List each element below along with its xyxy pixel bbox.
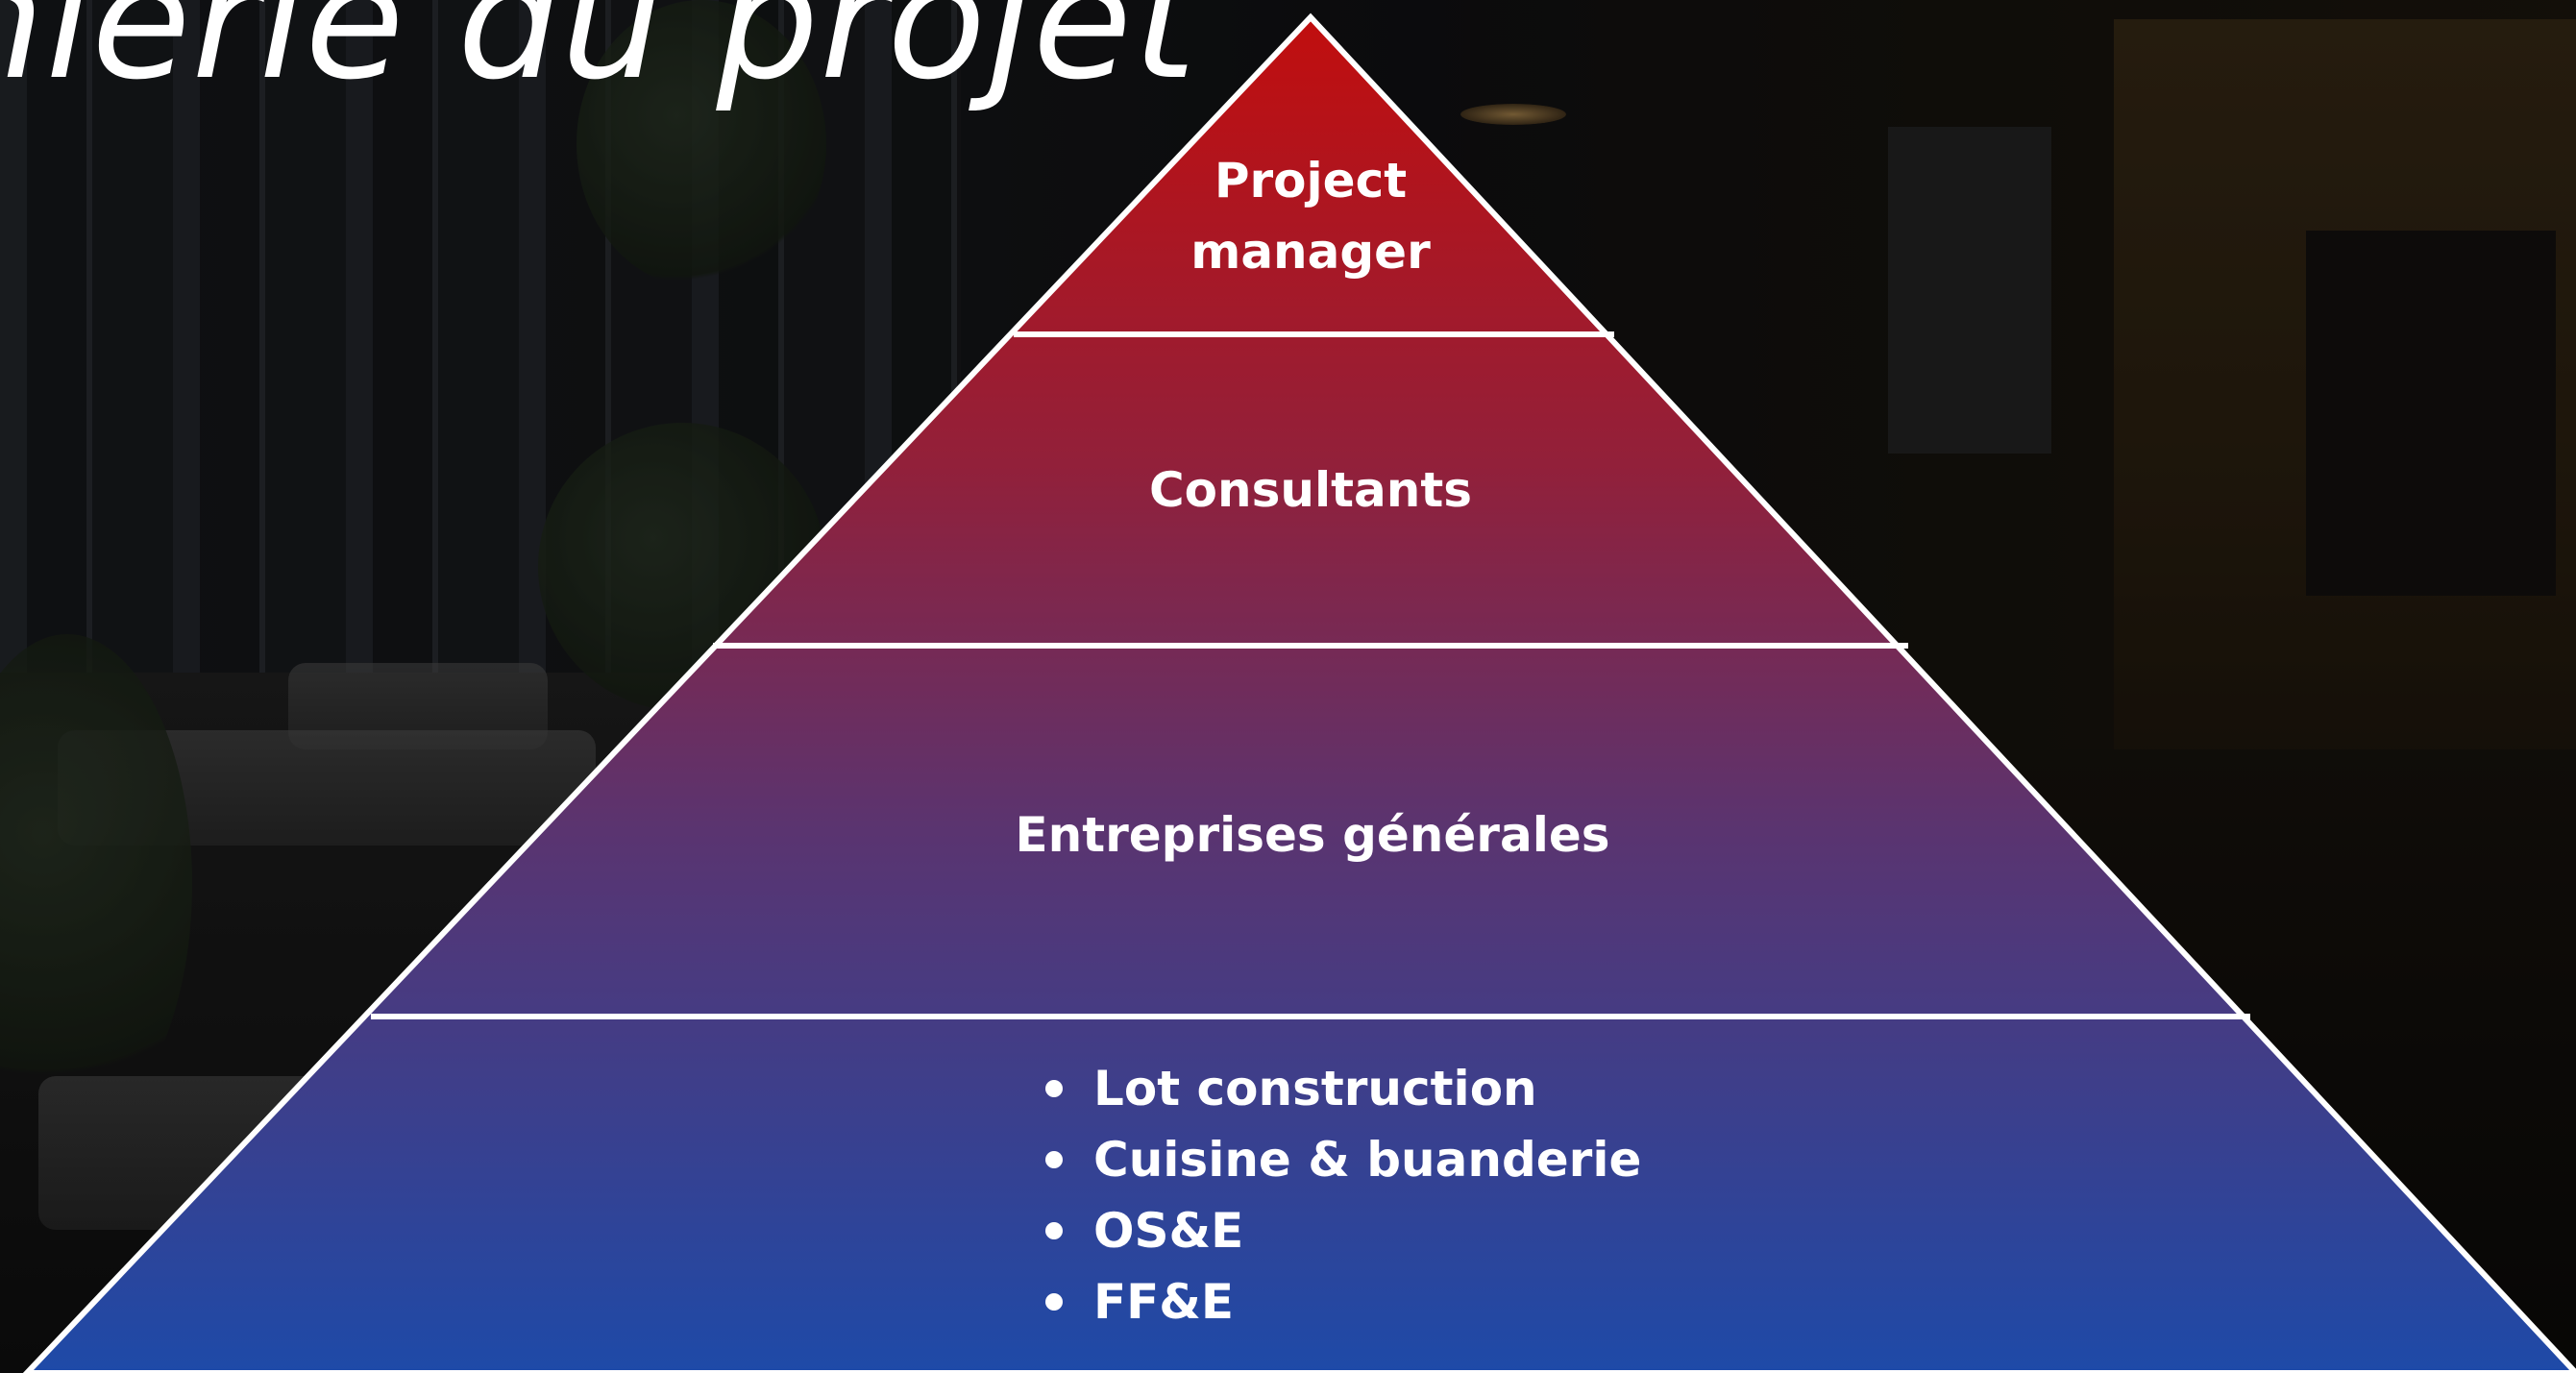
background-plant <box>0 634 192 1134</box>
list-item: OS&E <box>1030 1195 1641 1266</box>
list-item-label: Lot construction <box>1093 1061 1537 1116</box>
tier-1-label-line-1: Project <box>1214 153 1407 208</box>
pyramid-shape <box>22 12 2576 1373</box>
background-panel <box>2306 231 2556 596</box>
list-item-label: OS&E <box>1093 1203 1244 1259</box>
list-item: FF&E <box>1030 1266 1641 1337</box>
bullet-icon <box>1045 1222 1063 1239</box>
list-item-label: FF&E <box>1093 1274 1235 1330</box>
bullet-icon <box>1045 1080 1063 1097</box>
background-sign <box>1888 127 2051 454</box>
bullet-icon <box>1045 1293 1063 1311</box>
tier-4-list: Lot construction Cuisine & buanderie OS&… <box>1030 1053 1641 1337</box>
page-title: nierie du projet <box>0 0 1197 115</box>
list-item-label: Cuisine & buanderie <box>1093 1132 1642 1188</box>
background-plant <box>577 0 826 288</box>
background-lamp <box>1460 104 1566 125</box>
list-item: Lot construction <box>1030 1053 1641 1124</box>
bullet-icon <box>1045 1151 1063 1168</box>
list-item: Cuisine & buanderie <box>1030 1124 1641 1195</box>
tier-1-label-line-2: manager <box>1190 224 1431 280</box>
tier-2-label: Consultants <box>1149 462 1472 518</box>
tier-3-label: Entreprises générales <box>1015 807 1609 863</box>
